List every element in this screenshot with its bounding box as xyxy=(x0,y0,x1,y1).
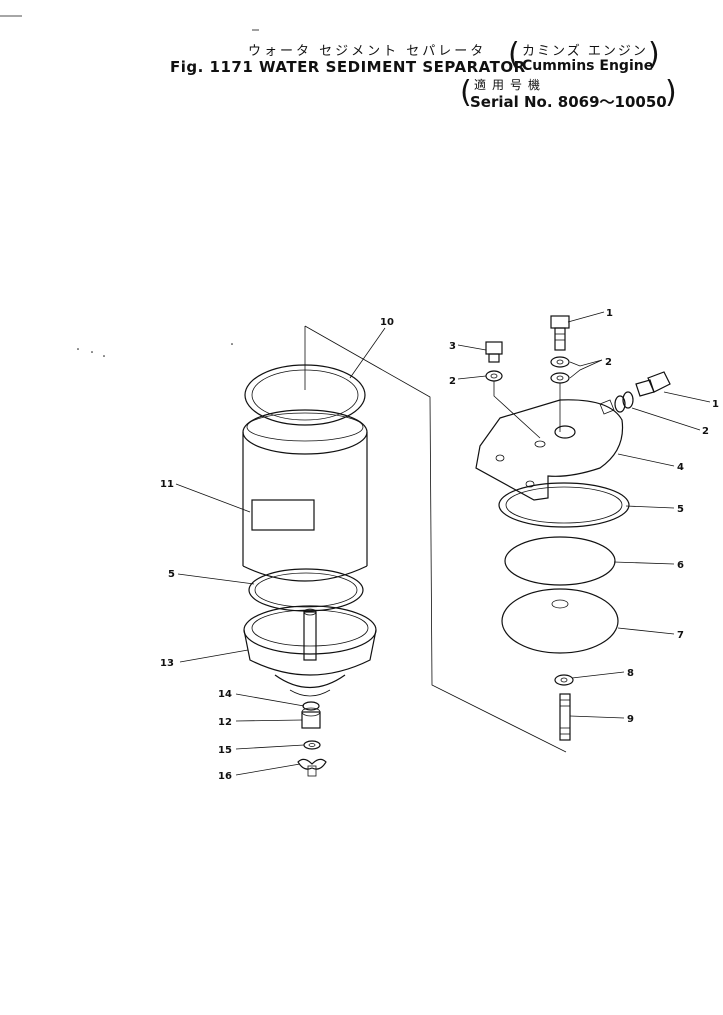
part-16-wing-nut xyxy=(297,758,327,777)
paren-open-icon: ( xyxy=(508,37,520,72)
callout-2: 2 xyxy=(702,426,709,437)
callout-14: 14 xyxy=(218,689,232,700)
figure-title: Fig. 1171 WATER SEDIMENT SEPARATOR xyxy=(170,58,526,76)
part-2-washer-left xyxy=(485,370,503,382)
callout-15: 15 xyxy=(218,745,232,756)
leader-line xyxy=(493,381,541,439)
engine-japanese: カミンズ エンジン xyxy=(522,44,648,59)
callout-13: 13 xyxy=(160,658,174,669)
callout-7: 7 xyxy=(677,630,684,641)
part-3-bolt xyxy=(485,341,503,363)
part-1-bolt-side xyxy=(635,371,671,397)
part-5-o-ring-left xyxy=(248,568,364,612)
callout-4: 4 xyxy=(677,462,684,473)
assembly-line xyxy=(304,325,567,753)
callout-5: 5 xyxy=(677,504,684,515)
part-6-mesh-screen xyxy=(504,536,616,586)
callout-9: 9 xyxy=(627,714,634,725)
part-4-head-cover xyxy=(475,399,624,501)
callout-3: 3 xyxy=(449,341,456,352)
callout-10: 10 xyxy=(380,317,394,328)
callout-2: 2 xyxy=(449,376,456,387)
title-japanese: ウォータ セジメント セパレータ xyxy=(248,44,487,59)
part-2-washer-side xyxy=(614,391,634,413)
serial-japanese: 適用号機 xyxy=(474,78,547,92)
callout-8: 8 xyxy=(627,668,634,679)
part-12-drain-plug xyxy=(301,707,321,729)
part-2-washer-top xyxy=(550,356,570,368)
part-13-bowl xyxy=(243,605,377,697)
part-2-washer-mid xyxy=(550,372,570,384)
title-block: ウォータ セジメント セパレータ Fig. 1171 WATER SEDIMEN… xyxy=(0,0,723,120)
callout-2: 2 xyxy=(605,357,612,368)
part-7-baffle-plate xyxy=(501,588,619,654)
filter-label-plate xyxy=(251,499,315,531)
part-15-washer xyxy=(303,740,321,750)
part-11-filter-element xyxy=(242,409,368,582)
part-8-washer xyxy=(554,674,574,686)
engine-name: Cummins Engine xyxy=(522,58,654,74)
callout-11: 11 xyxy=(160,479,174,490)
callout-1: 1 xyxy=(712,399,719,410)
callout-6: 6 xyxy=(677,560,684,571)
paren-open-icon: ( xyxy=(460,75,472,110)
paren-close-icon: ) xyxy=(648,37,660,72)
callout-1: 1 xyxy=(606,308,613,319)
part-9-stud-bolt xyxy=(559,693,571,741)
part-5-o-ring-right xyxy=(498,482,630,528)
part-1-bolt-top xyxy=(550,315,570,351)
callout-16: 16 xyxy=(218,771,232,782)
callout-5: 5 xyxy=(168,569,175,580)
serial-number: Serial No. 8069～10050 xyxy=(470,93,667,111)
callout-12: 12 xyxy=(218,717,232,728)
paren-close-icon: ) xyxy=(665,75,677,110)
